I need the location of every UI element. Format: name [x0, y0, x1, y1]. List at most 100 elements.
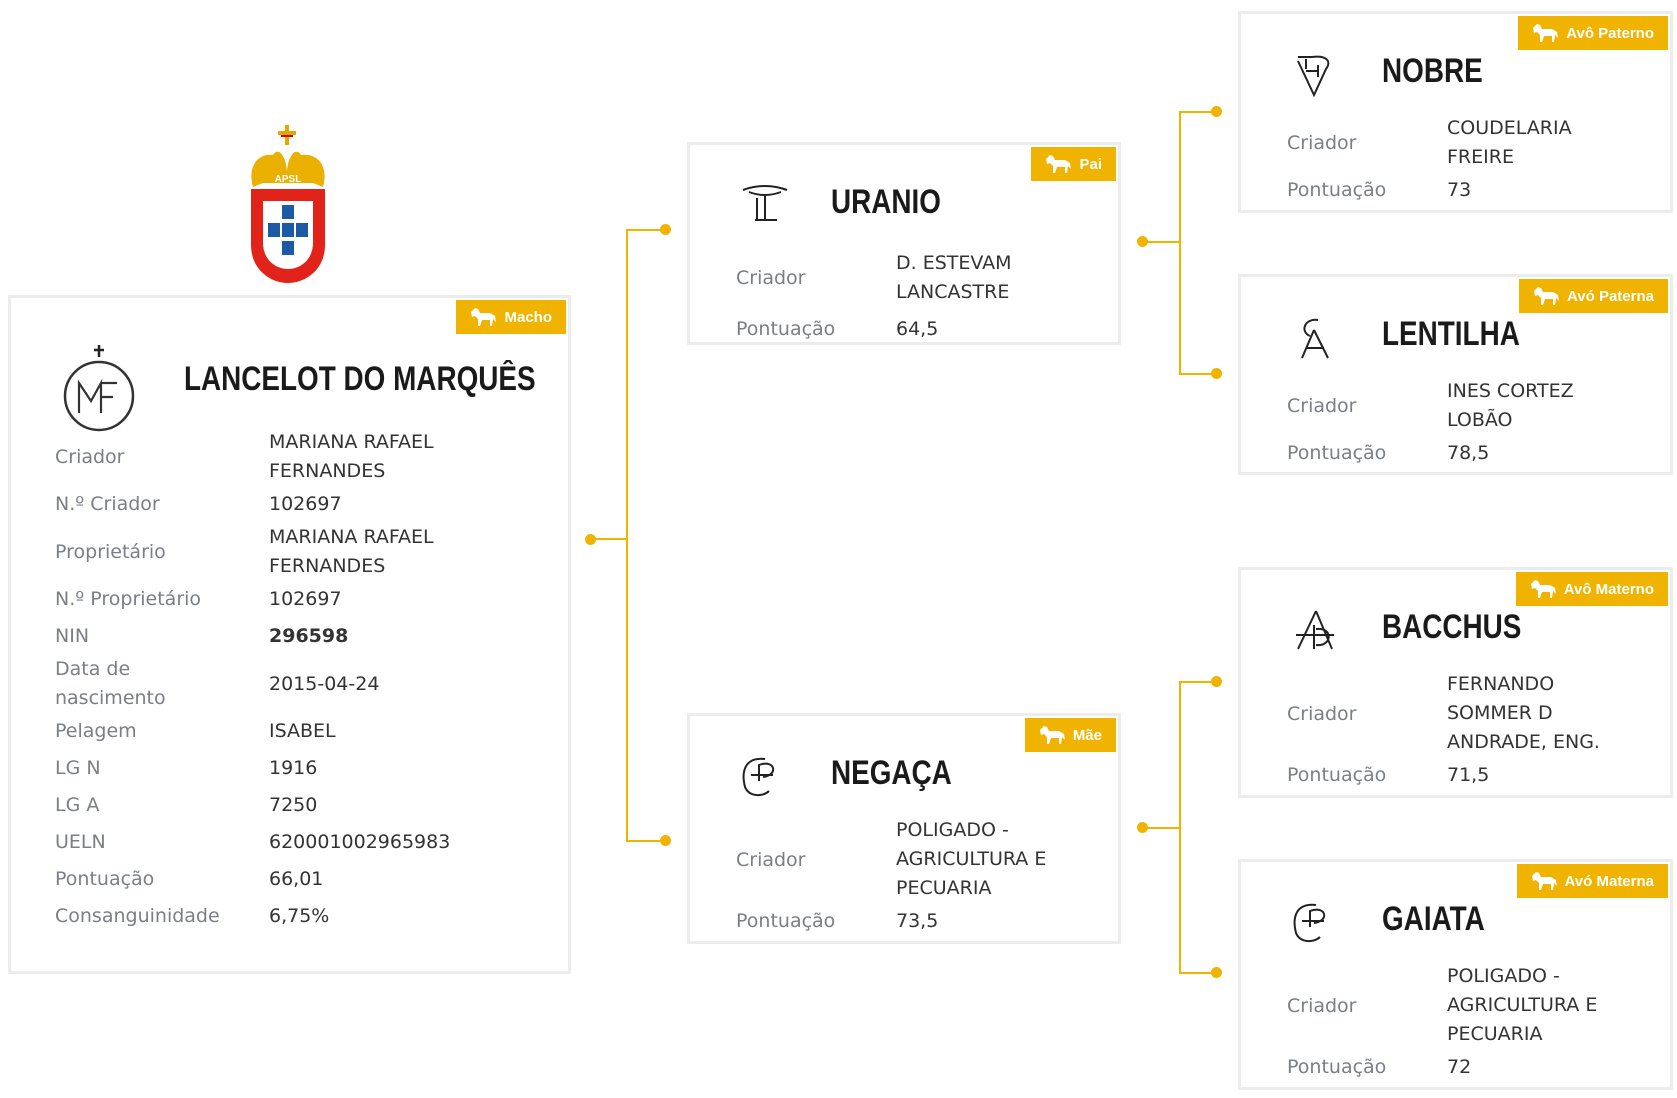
detail-label: Pontuação — [1287, 764, 1387, 786]
detail-value: 296598 — [269, 625, 349, 647]
horse-icon — [1046, 155, 1072, 173]
horse-details: Criador INES CORTEZ LOBÃO Pontuação 78,5 — [1287, 377, 1667, 471]
relation-badge: Avô Paterno — [1518, 16, 1668, 50]
detail-label: Pontuação — [1287, 1056, 1387, 1078]
detail-row: Pontuação 73,5 — [736, 903, 1116, 939]
detail-label: Data de nascimento — [55, 658, 166, 709]
relation-badge-label: Avó Materna — [1564, 872, 1654, 890]
sex-badge-label: Macho — [504, 308, 552, 326]
detail-value: 66,01 — [269, 868, 324, 890]
horse-name: BACCHUS — [1382, 608, 1522, 646]
detail-label: Criador — [55, 445, 125, 468]
connector — [1179, 111, 1217, 113]
detail-label: Criador — [736, 267, 806, 289]
detail-row: Data de nascimento 2015-04-24 — [55, 655, 555, 713]
relation-badge-label: Avô Paterno — [1566, 24, 1654, 42]
brand-mark-icon — [742, 757, 774, 797]
detail-row: Consanguinidade 6,75% — [55, 898, 555, 935]
horse-name: URANIO — [831, 183, 941, 221]
relation-badge-label: Mãe — [1072, 726, 1102, 744]
connector-dot — [660, 224, 671, 235]
detail-value: 6,75% — [269, 905, 330, 927]
connector-dot — [1211, 676, 1222, 687]
ancestor-card-mae: Mãe NEGAÇA Criador POLIGADO - AGRICULTUR… — [687, 713, 1121, 944]
horse-details: Criador COUDELARIA FREIRE Pontuação 73 — [1287, 114, 1667, 208]
relation-badge: Avó Paterna — [1519, 279, 1668, 313]
detail-value: POLIGADO - AGRICULTURA E PECUARIA — [896, 819, 1047, 899]
detail-value: 73 — [1447, 178, 1472, 201]
horse-details: Criador POLIGADO - AGRICULTURA E PECUARI… — [736, 816, 1116, 939]
horse-name: LANCELOT DO MARQUÊS — [184, 360, 536, 398]
detail-value: 64,5 — [896, 317, 939, 340]
detail-label: Pontuação — [736, 318, 836, 340]
relation-badge: Mãe — [1024, 718, 1116, 752]
detail-label: N.º Criador — [55, 493, 160, 515]
detail-label: Pelagem — [55, 720, 137, 742]
relation-badge: Avó Materna — [1516, 864, 1668, 898]
detail-value: POLIGADO - AGRICULTURA E PECUARIA — [1447, 965, 1598, 1045]
horse-details: Criador FERNANDO SOMMER D ANDRADE, ENG. … — [1287, 670, 1667, 793]
detail-value: FERNANDO SOMMER D ANDRADE, ENG. — [1447, 673, 1600, 753]
horse-name: NOBRE — [1382, 52, 1483, 90]
detail-row: Criador D. ESTEVAM LANCASTRE — [736, 245, 1116, 311]
detail-label: Criador — [736, 848, 806, 871]
detail-row: Pontuação 66,01 — [55, 861, 555, 898]
horse-icon — [1530, 580, 1556, 598]
ancestor-card-avo-paterno: Avô Paterno NOBRE Criador COUDELARIA FRE… — [1238, 11, 1673, 213]
detail-row: Pontuação 78,5 — [1287, 435, 1667, 471]
detail-row: Criador POLIGADO - AGRICULTURA E PECUARI… — [736, 816, 1116, 903]
detail-value: INES CORTEZ LOBÃO — [1447, 380, 1574, 431]
mf-brand-icon — [63, 345, 135, 432]
detail-label: Pontuação — [1287, 179, 1387, 201]
detail-row: NIN 296598 — [55, 618, 555, 655]
detail-label: Criador — [1287, 395, 1357, 417]
ancestor-card-avo-paterna: Avó Paterna LENTILHA Criador INES CORTEZ… — [1238, 274, 1673, 475]
connector-dot — [1211, 368, 1222, 379]
detail-row: Criador POLIGADO - AGRICULTURA E PECUARI… — [1287, 962, 1667, 1049]
detail-row: Pontuação 64,5 — [736, 311, 1116, 347]
brand-mark-icon — [742, 185, 788, 221]
detail-label: UELN — [55, 831, 106, 853]
detail-row: Criador MARIANA RAFAEL FERNANDES — [55, 428, 555, 486]
detail-label: Proprietário — [55, 540, 166, 563]
detail-value: 71,5 — [1447, 763, 1490, 786]
connector — [1179, 111, 1181, 375]
connector — [1179, 373, 1217, 375]
detail-label: LG A — [55, 794, 100, 816]
connector-dot — [1211, 106, 1222, 117]
detail-value: 620001002965983 — [269, 831, 451, 853]
detail-value: MARIANA RAFAEL FERNANDES — [269, 431, 434, 482]
horse-icon — [1533, 24, 1559, 42]
detail-row: Pontuação 72 — [1287, 1049, 1667, 1085]
connector-dot — [660, 835, 671, 846]
detail-row: LG A 7250 — [55, 787, 555, 824]
connector-dot — [1137, 236, 1148, 247]
detail-value: MARIANA RAFAEL FERNANDES — [269, 526, 434, 577]
horse-details: Criador D. ESTEVAM LANCASTRE Pontuação 6… — [736, 245, 1116, 347]
detail-value: 102697 — [269, 588, 342, 610]
detail-value: D. ESTEVAM LANCASTRE — [896, 252, 1012, 303]
connector — [626, 229, 628, 842]
detail-row: Criador COUDELARIA FREIRE — [1287, 114, 1667, 172]
detail-value: 7250 — [269, 794, 318, 816]
detail-value: 1916 — [269, 757, 318, 779]
detail-value: 72 — [1447, 1055, 1472, 1078]
detail-value: 2015-04-24 — [269, 672, 380, 695]
connector-dot — [585, 534, 596, 545]
horse-name: LENTILHA — [1382, 315, 1520, 353]
detail-row: UELN 620001002965983 — [55, 824, 555, 861]
detail-value: COUDELARIA FREIRE — [1447, 117, 1572, 168]
detail-label: Pontuação — [55, 868, 155, 890]
connector-dot — [1211, 967, 1222, 978]
detail-label: NIN — [55, 625, 90, 647]
detail-row: Criador FERNANDO SOMMER D ANDRADE, ENG. — [1287, 670, 1667, 757]
brand-mark-icon — [1293, 903, 1325, 943]
detail-label: Consanguinidade — [55, 905, 220, 927]
detail-row: Pontuação 73 — [1287, 172, 1667, 208]
detail-value: 73,5 — [896, 909, 939, 932]
svg-text:APSL: APSL — [275, 174, 302, 185]
